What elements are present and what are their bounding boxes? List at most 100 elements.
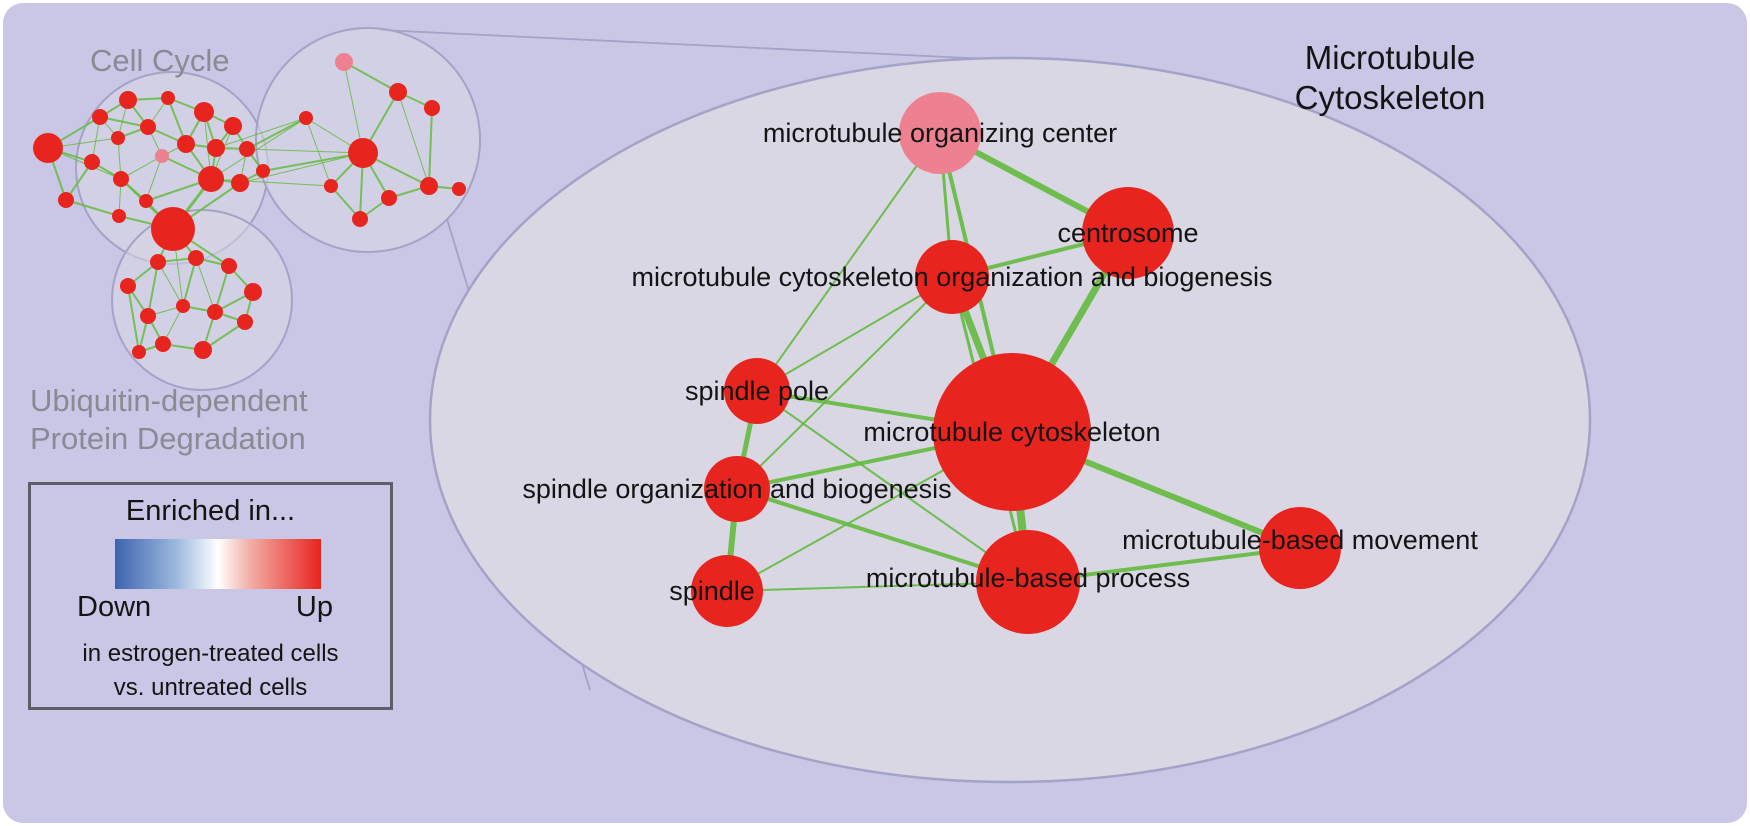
mini-network-edge [210, 117, 307, 180]
mini-network-node [92, 109, 108, 125]
mini-network-node [151, 207, 195, 251]
mini-network-node [389, 83, 407, 101]
mini-network-node [33, 133, 63, 163]
mini-network-edge [65, 199, 120, 217]
detail-network-node-sob [704, 456, 770, 522]
detail-network-edge [736, 276, 953, 490]
detail-node-label: spindle [669, 576, 755, 606]
mini-network-node [84, 154, 100, 170]
mini-network-node [112, 209, 126, 223]
mini-network-edge [262, 152, 364, 172]
ubiquitin-cluster-label: Ubiquitin-dependent Protein Degradation [30, 382, 308, 458]
legend-gradient [115, 539, 321, 589]
mini-network-node [352, 211, 368, 227]
detail-network-edge [756, 390, 1029, 583]
legend-up-label: Up [295, 591, 333, 623]
mini-network-node [140, 119, 156, 135]
detail-node-label: microtubule-based movement [1122, 525, 1478, 555]
mini-network-node [194, 102, 214, 122]
mini-network-node [324, 179, 338, 193]
mini-network-edge [343, 61, 399, 93]
mini-network-node [139, 194, 153, 208]
mini-network-edge [195, 257, 216, 313]
legend-caption: in estrogen-treated cells vs. untreated … [31, 637, 390, 704]
mini-network-edge [99, 116, 149, 128]
mini-network-node [176, 299, 190, 313]
zoom-connector-line [379, 29, 1011, 61]
mini-network-edge [239, 152, 364, 184]
detail-network-node-mcob [915, 240, 989, 314]
mini-network-node [221, 258, 237, 274]
legend-title: Enriched in... [125, 495, 296, 527]
detail-network-edge [756, 276, 953, 392]
detail-node-label: microtubule organizing center [763, 118, 1117, 148]
detail-network-edge [756, 132, 941, 392]
mini-network-node [58, 192, 74, 208]
ubiquitin-label-line2: Protein Degradation [30, 420, 306, 456]
mini-network-edge [147, 261, 159, 317]
detail-network-node-moc [899, 92, 981, 174]
mini-network-node [335, 53, 353, 71]
detail-network-node-mbp [976, 530, 1080, 634]
mini-network-node [224, 117, 242, 135]
mini-network-node [119, 91, 137, 109]
mini-network-edge [246, 117, 307, 150]
mini-network-node [198, 166, 224, 192]
legend-caption-line2: vs. untreated cells [113, 673, 308, 701]
mini-network-edge [397, 91, 430, 187]
legend-caption-line1: in estrogen-treated cells [82, 640, 339, 667]
mini-network-node [161, 91, 175, 105]
mini-network-node [155, 149, 169, 163]
detail-node-label: microtubule cytoskeleton organization an… [632, 262, 1273, 292]
detail-network-node-spindle [691, 555, 763, 627]
mini-network-node [132, 345, 146, 359]
mini-network-node [348, 138, 378, 168]
microtubule-title-line2: Cytoskeleton [1294, 78, 1486, 116]
mini-network-edge [145, 155, 163, 202]
mini-network-node [244, 283, 262, 301]
microtubule-cluster-title: Microtubule Cytoskeleton [1245, 38, 1535, 117]
microtubule-title-line1: Microtubule [1304, 39, 1476, 76]
mini-network-node [155, 336, 171, 352]
mini-network-edge [343, 61, 364, 154]
detail-node-label: spindle organization and biogenesis [522, 474, 951, 504]
detail-node-label: centrosome [1057, 218, 1198, 248]
mini-network-edge [127, 285, 140, 353]
detail-network-node-spindle_pole [724, 358, 790, 424]
detail-node-label: microtubule-based process [866, 563, 1190, 593]
detail-network-node-mc [933, 353, 1091, 511]
legend-down-label: Down [77, 591, 152, 623]
mini-network-node [256, 164, 270, 178]
mini-network-edge [215, 117, 307, 149]
mini-network-node [452, 182, 466, 196]
mini-network-edge [157, 261, 184, 307]
detail-network-node-centrosome [1082, 187, 1174, 279]
mini-network-node [140, 308, 156, 324]
mini-network-node [424, 100, 440, 116]
mini-network-edge [428, 107, 433, 187]
mini-cluster-circle [111, 209, 293, 391]
mini-network-node [231, 174, 249, 192]
mini-network-node [239, 141, 255, 157]
mini-network-node [381, 190, 397, 206]
mini-network-node [194, 341, 212, 359]
mini-network-node [237, 314, 253, 330]
detail-node-label: spindle pole [685, 376, 829, 406]
mini-network-node [150, 254, 166, 270]
ubiquitin-label-line1: Ubiquitin-dependent [30, 383, 308, 418]
mini-network-node [177, 135, 195, 153]
mini-network-edge [214, 265, 230, 313]
mini-network-edge [305, 117, 332, 187]
mini-network-node [299, 111, 313, 125]
mini-network-node [207, 304, 223, 320]
mini-network-edge [182, 257, 197, 307]
detail-network-node-mbm [1259, 507, 1341, 589]
cell-cycle-cluster-label: Cell Cycle [90, 43, 230, 78]
mini-network-node [207, 139, 225, 157]
mini-network-node [113, 171, 129, 187]
detail-node-label: microtubule cytoskeleton [863, 417, 1160, 447]
mini-network-node [120, 278, 136, 294]
legend-box: Enriched in... Down Up in estrogen-treat… [28, 482, 393, 710]
